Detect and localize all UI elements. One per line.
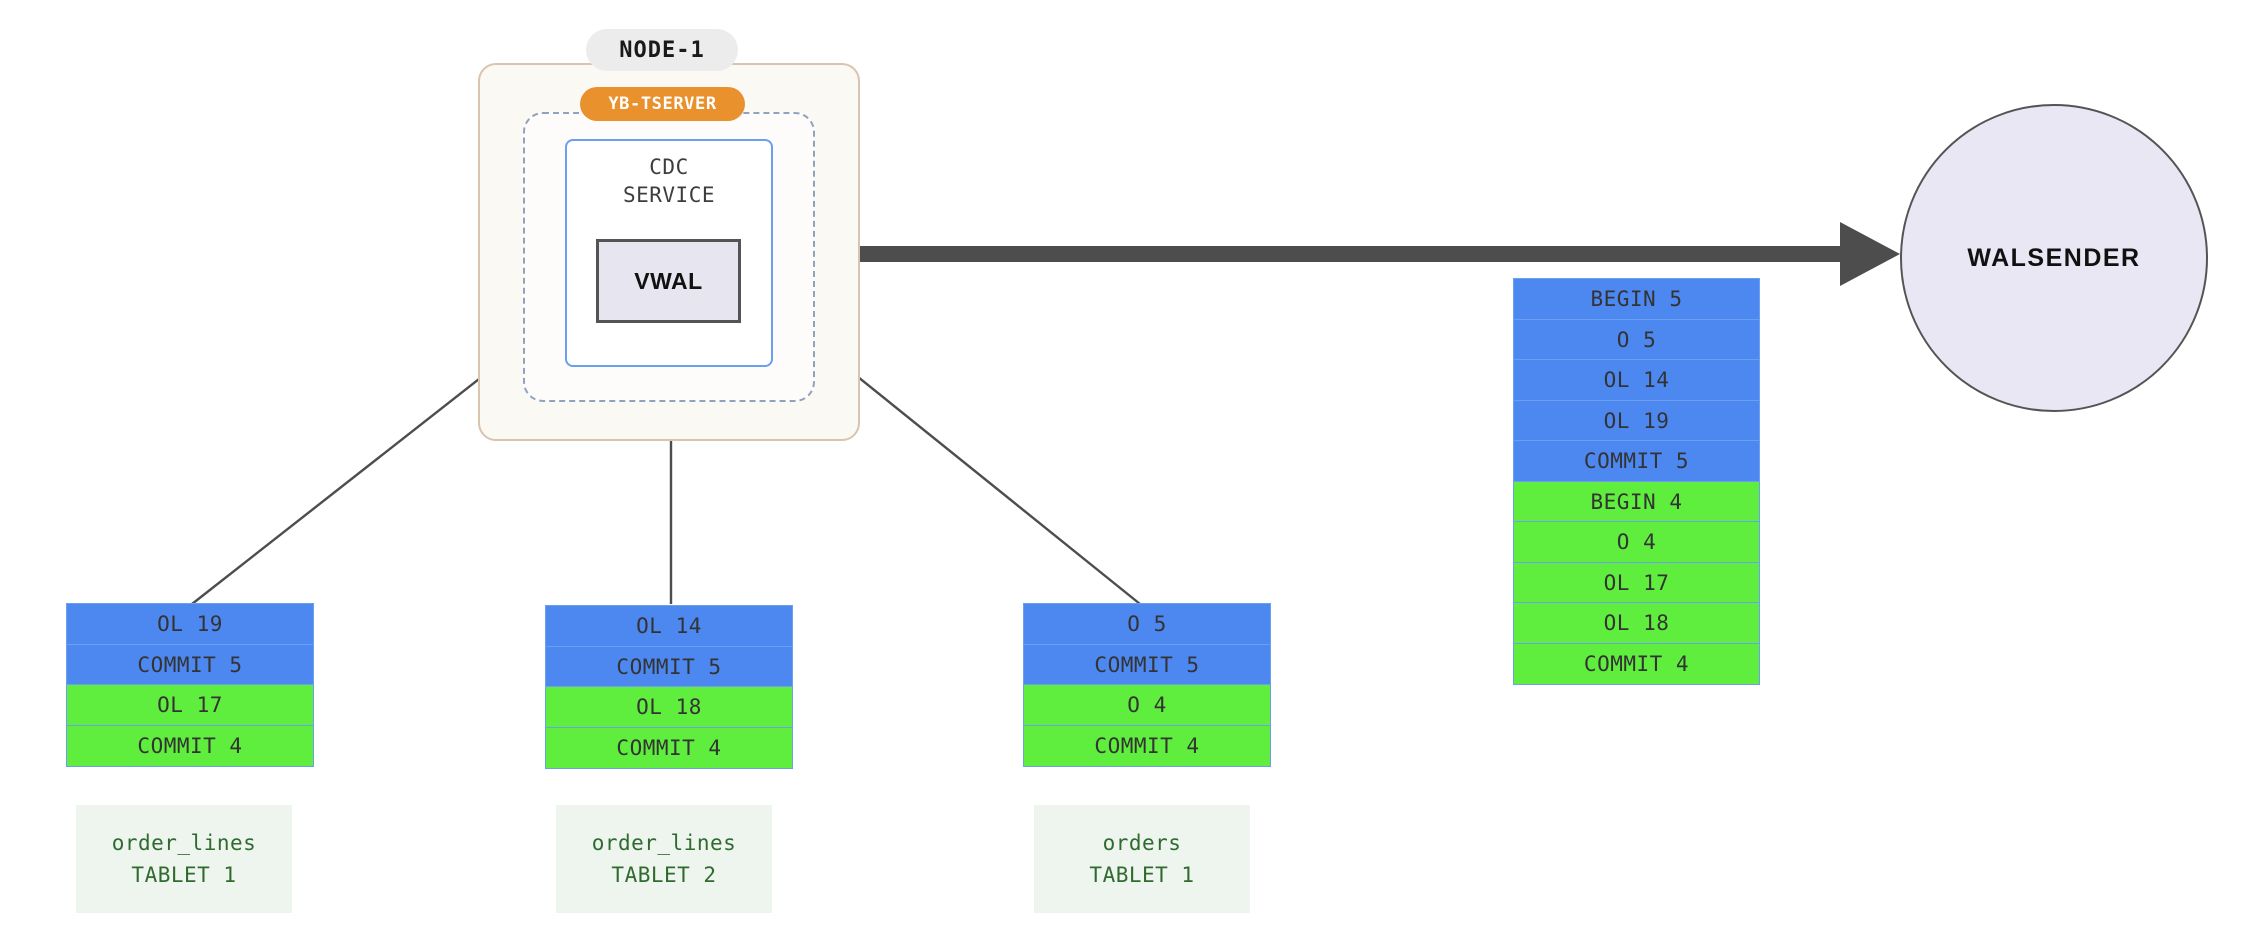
cdc-service-label: CDC SERVICE: [622, 155, 715, 207]
record-row: O 5: [1023, 603, 1271, 645]
tablet-label-index: TABLET 2: [611, 863, 717, 887]
record-row: BEGIN 5: [1513, 278, 1760, 320]
tablet-label-index: TABLET 1: [131, 863, 237, 887]
node-title-text: NODE-1: [619, 37, 705, 63]
walsender-node: WALSENDER: [1900, 104, 2208, 412]
tserver-title-text: YB-TSERVER: [608, 94, 717, 114]
record-row: COMMIT 5: [1513, 440, 1760, 482]
record-row: OL 18: [545, 686, 793, 728]
record-row: O 4: [1513, 521, 1760, 563]
record-row: COMMIT 4: [1023, 724, 1271, 767]
vwal-box: VWAL: [596, 239, 741, 323]
record-row: COMMIT 4: [66, 724, 314, 767]
record-row: OL 17: [66, 684, 314, 726]
tserver-title-pill: YB-TSERVER: [580, 87, 745, 121]
record-row: COMMIT 5: [545, 645, 793, 688]
tablet-label-table: orders: [1102, 831, 1182, 855]
record-row: O 4: [1023, 684, 1271, 726]
record-row: COMMIT 4: [545, 726, 793, 769]
tablet-label-table: order_lines: [111, 831, 257, 855]
vwal-label: VWAL: [634, 267, 703, 294]
record-row: OL 19: [1513, 399, 1760, 442]
node-title-pill: NODE-1: [586, 29, 738, 71]
record-row: OL 14: [1513, 359, 1760, 401]
record-row: OL 19: [66, 603, 314, 645]
record-row: OL 18: [1513, 602, 1760, 644]
record-row: COMMIT 5: [1023, 643, 1271, 686]
record-row: OL 14: [545, 605, 793, 647]
record-row: O 5: [1513, 318, 1760, 361]
tablet-label-table: order_lines: [591, 831, 737, 855]
tablet-label-index: TABLET 1: [1089, 863, 1195, 887]
walsender-label: WALSENDER: [1967, 243, 2141, 272]
arrow-vwal-to-walsender: [836, 222, 1900, 286]
record-row: COMMIT 4: [1513, 642, 1760, 685]
record-row: COMMIT 5: [66, 643, 314, 686]
record-row: OL 17: [1513, 561, 1760, 604]
record-row: BEGIN 4: [1513, 480, 1760, 523]
